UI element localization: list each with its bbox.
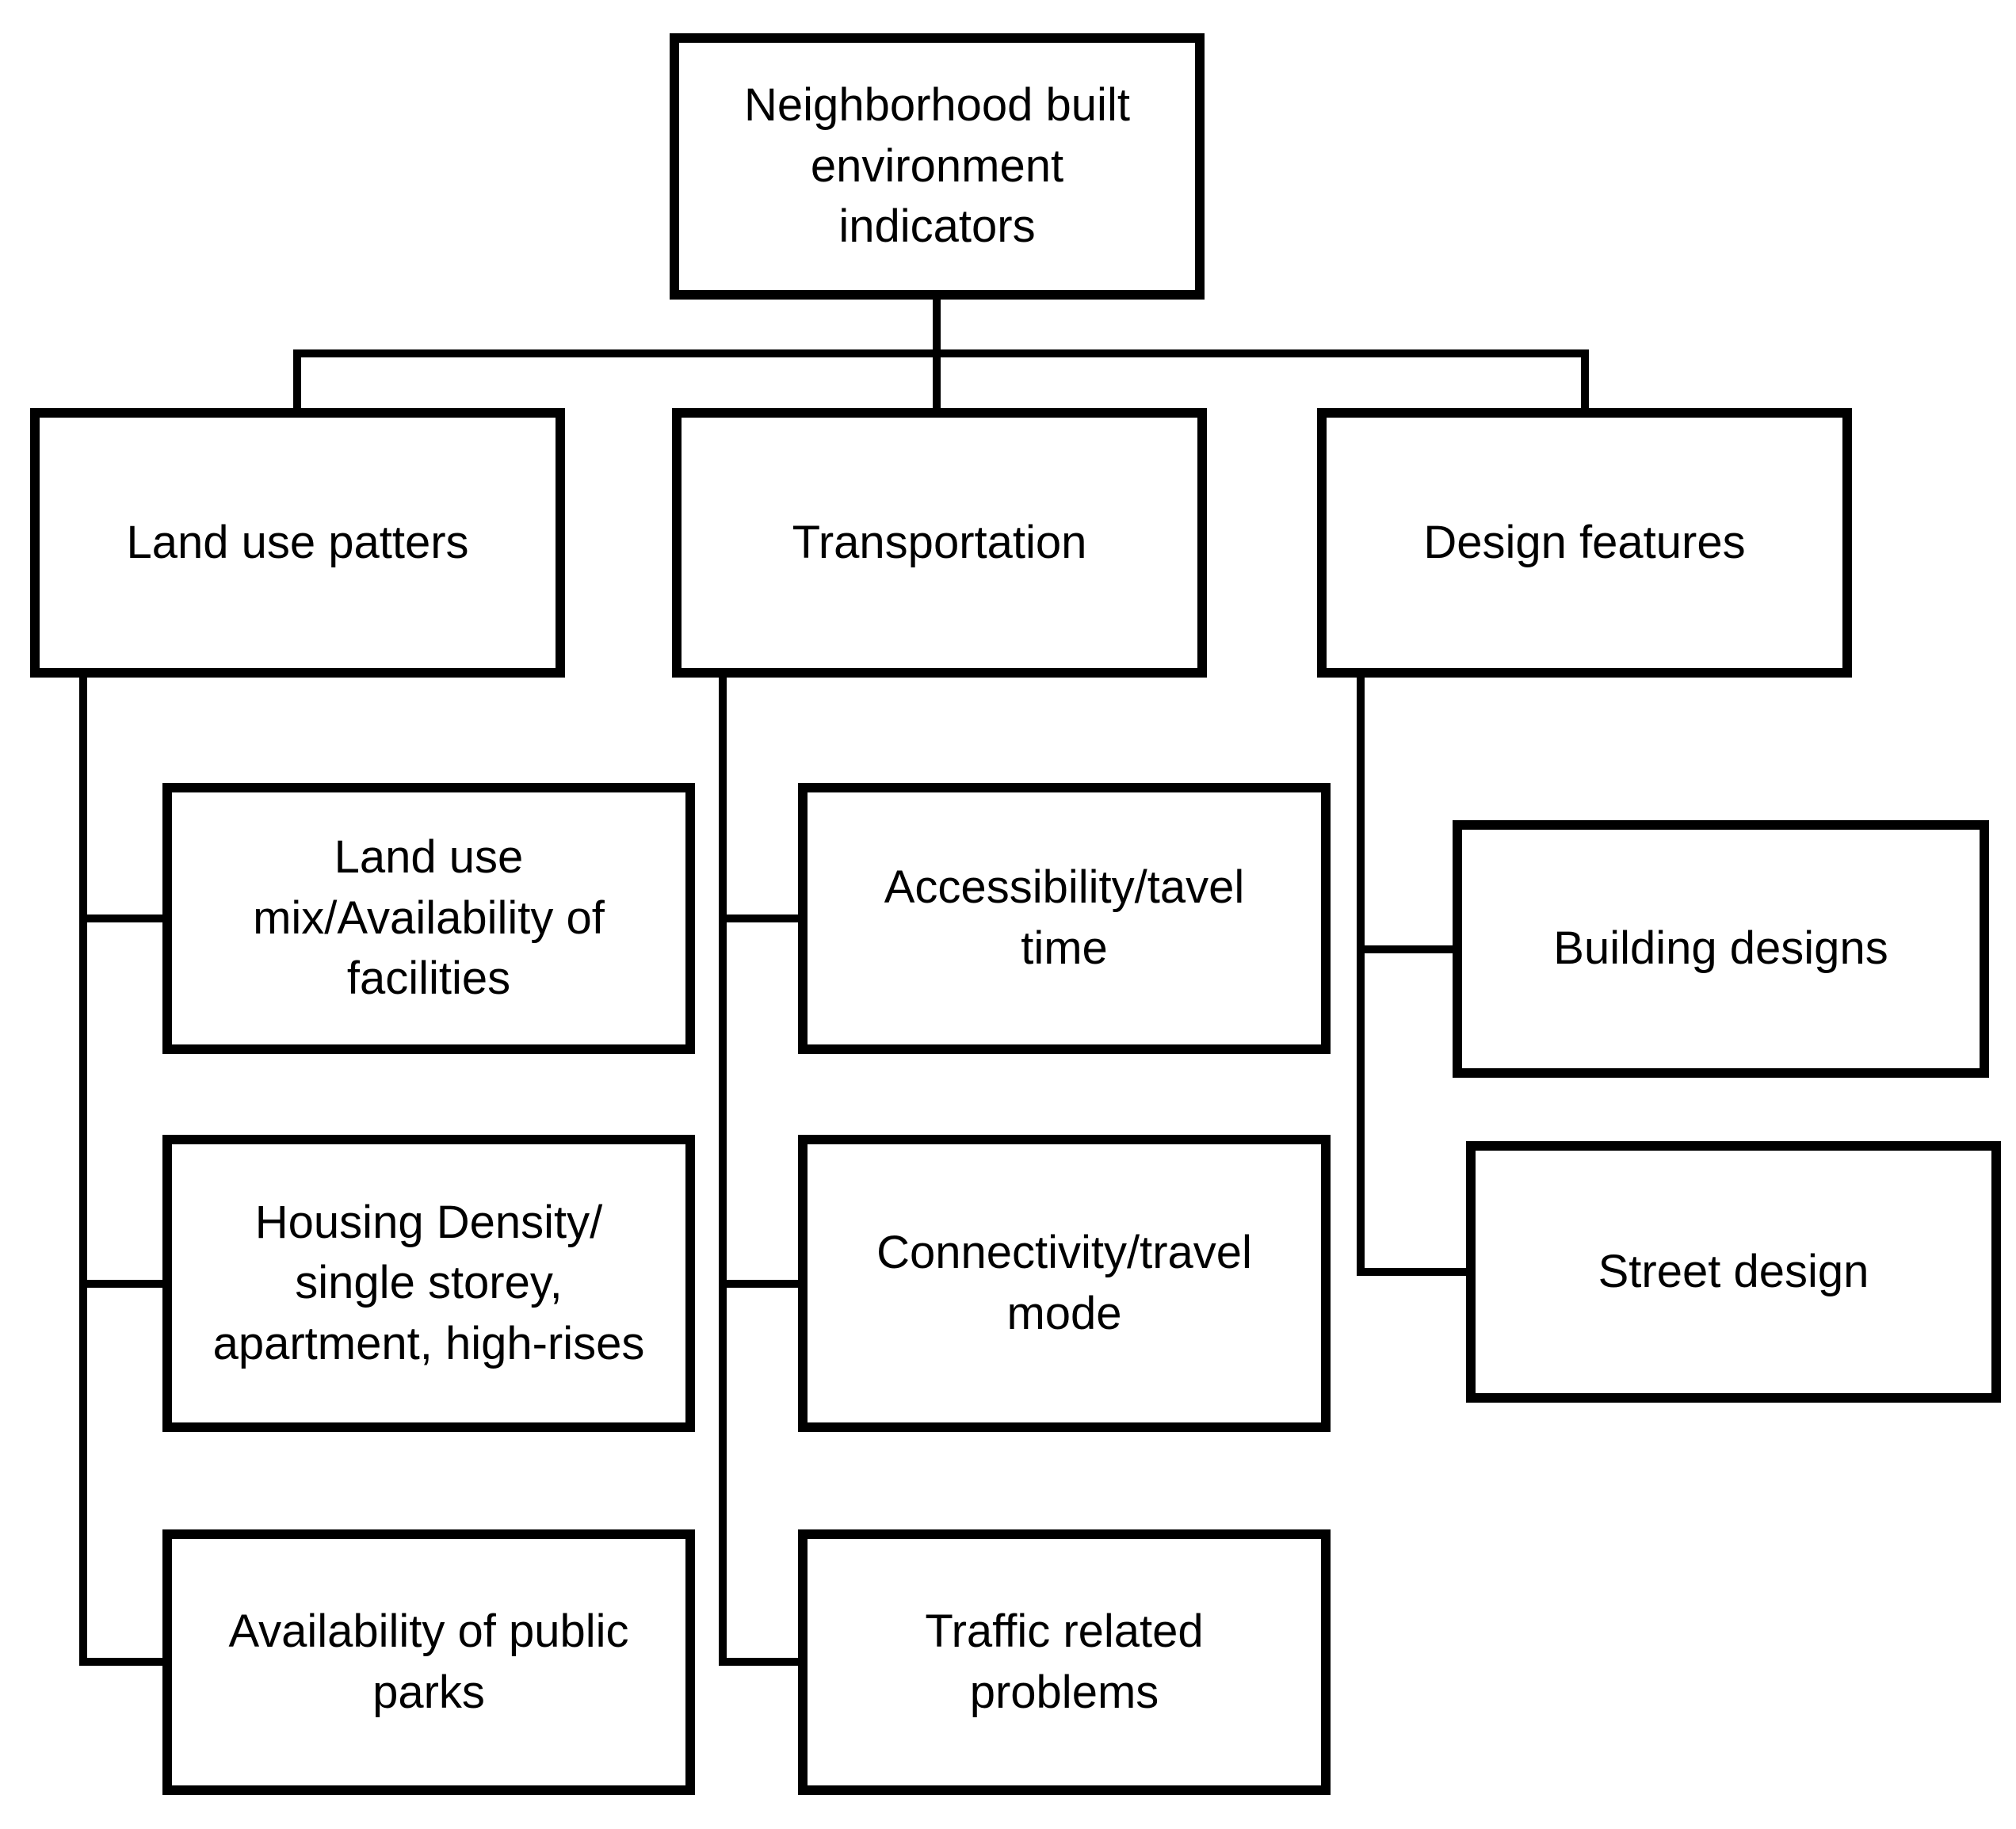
node-connectivity-travel-mode-label: Connectivity/travel mode <box>876 1226 1252 1339</box>
node-root: Neighborhood built environment indicator… <box>670 33 1205 300</box>
node-traffic-related-problems-label: Traffic related problems <box>925 1605 1204 1718</box>
node-public-parks-label: Availability of public parks <box>228 1605 629 1718</box>
node-building-designs-label: Building designs <box>1553 922 1888 975</box>
node-transportation-label: Transportation <box>792 516 1087 568</box>
node-design-features-label: Design features <box>1423 516 1746 568</box>
node-traffic-related-problems: Traffic related problems <box>798 1529 1331 1795</box>
node-connectivity-travel-mode: Connectivity/travel mode <box>798 1135 1331 1432</box>
node-land-use-mix-label: Land use mix/Availability of facilities <box>253 831 605 1005</box>
edge-design-children <box>1357 672 1474 1276</box>
node-land-use-mix: Land use mix/Availability of facilities <box>162 783 695 1054</box>
node-accessibility-travel-time: Accessibility/tavel time <box>798 783 1331 1054</box>
edge-transportation-children <box>719 672 806 1666</box>
node-public-parks: Availability of public parks <box>162 1529 695 1795</box>
node-land-use-patterns-label: Land use patters <box>126 516 469 568</box>
node-housing-density-label: Housing Density/ single storey, apartmen… <box>212 1196 645 1369</box>
node-building-designs: Building designs <box>1453 820 1989 1078</box>
node-accessibility-travel-time-label: Accessibility/tavel time <box>884 861 1245 974</box>
node-street-design-label: Street design <box>1598 1245 1869 1297</box>
node-street-design: Street design <box>1466 1141 2001 1403</box>
node-root-label: Neighborhood built environment indicator… <box>744 79 1130 253</box>
node-housing-density: Housing Density/ single storey, apartmen… <box>162 1135 695 1432</box>
edge-land-use-children <box>79 672 170 1666</box>
node-design-features: Design features <box>1317 408 1852 678</box>
edge-root-to-level2 <box>293 297 1589 416</box>
node-land-use-patterns: Land use patters <box>30 408 565 678</box>
node-transportation: Transportation <box>672 408 1207 678</box>
